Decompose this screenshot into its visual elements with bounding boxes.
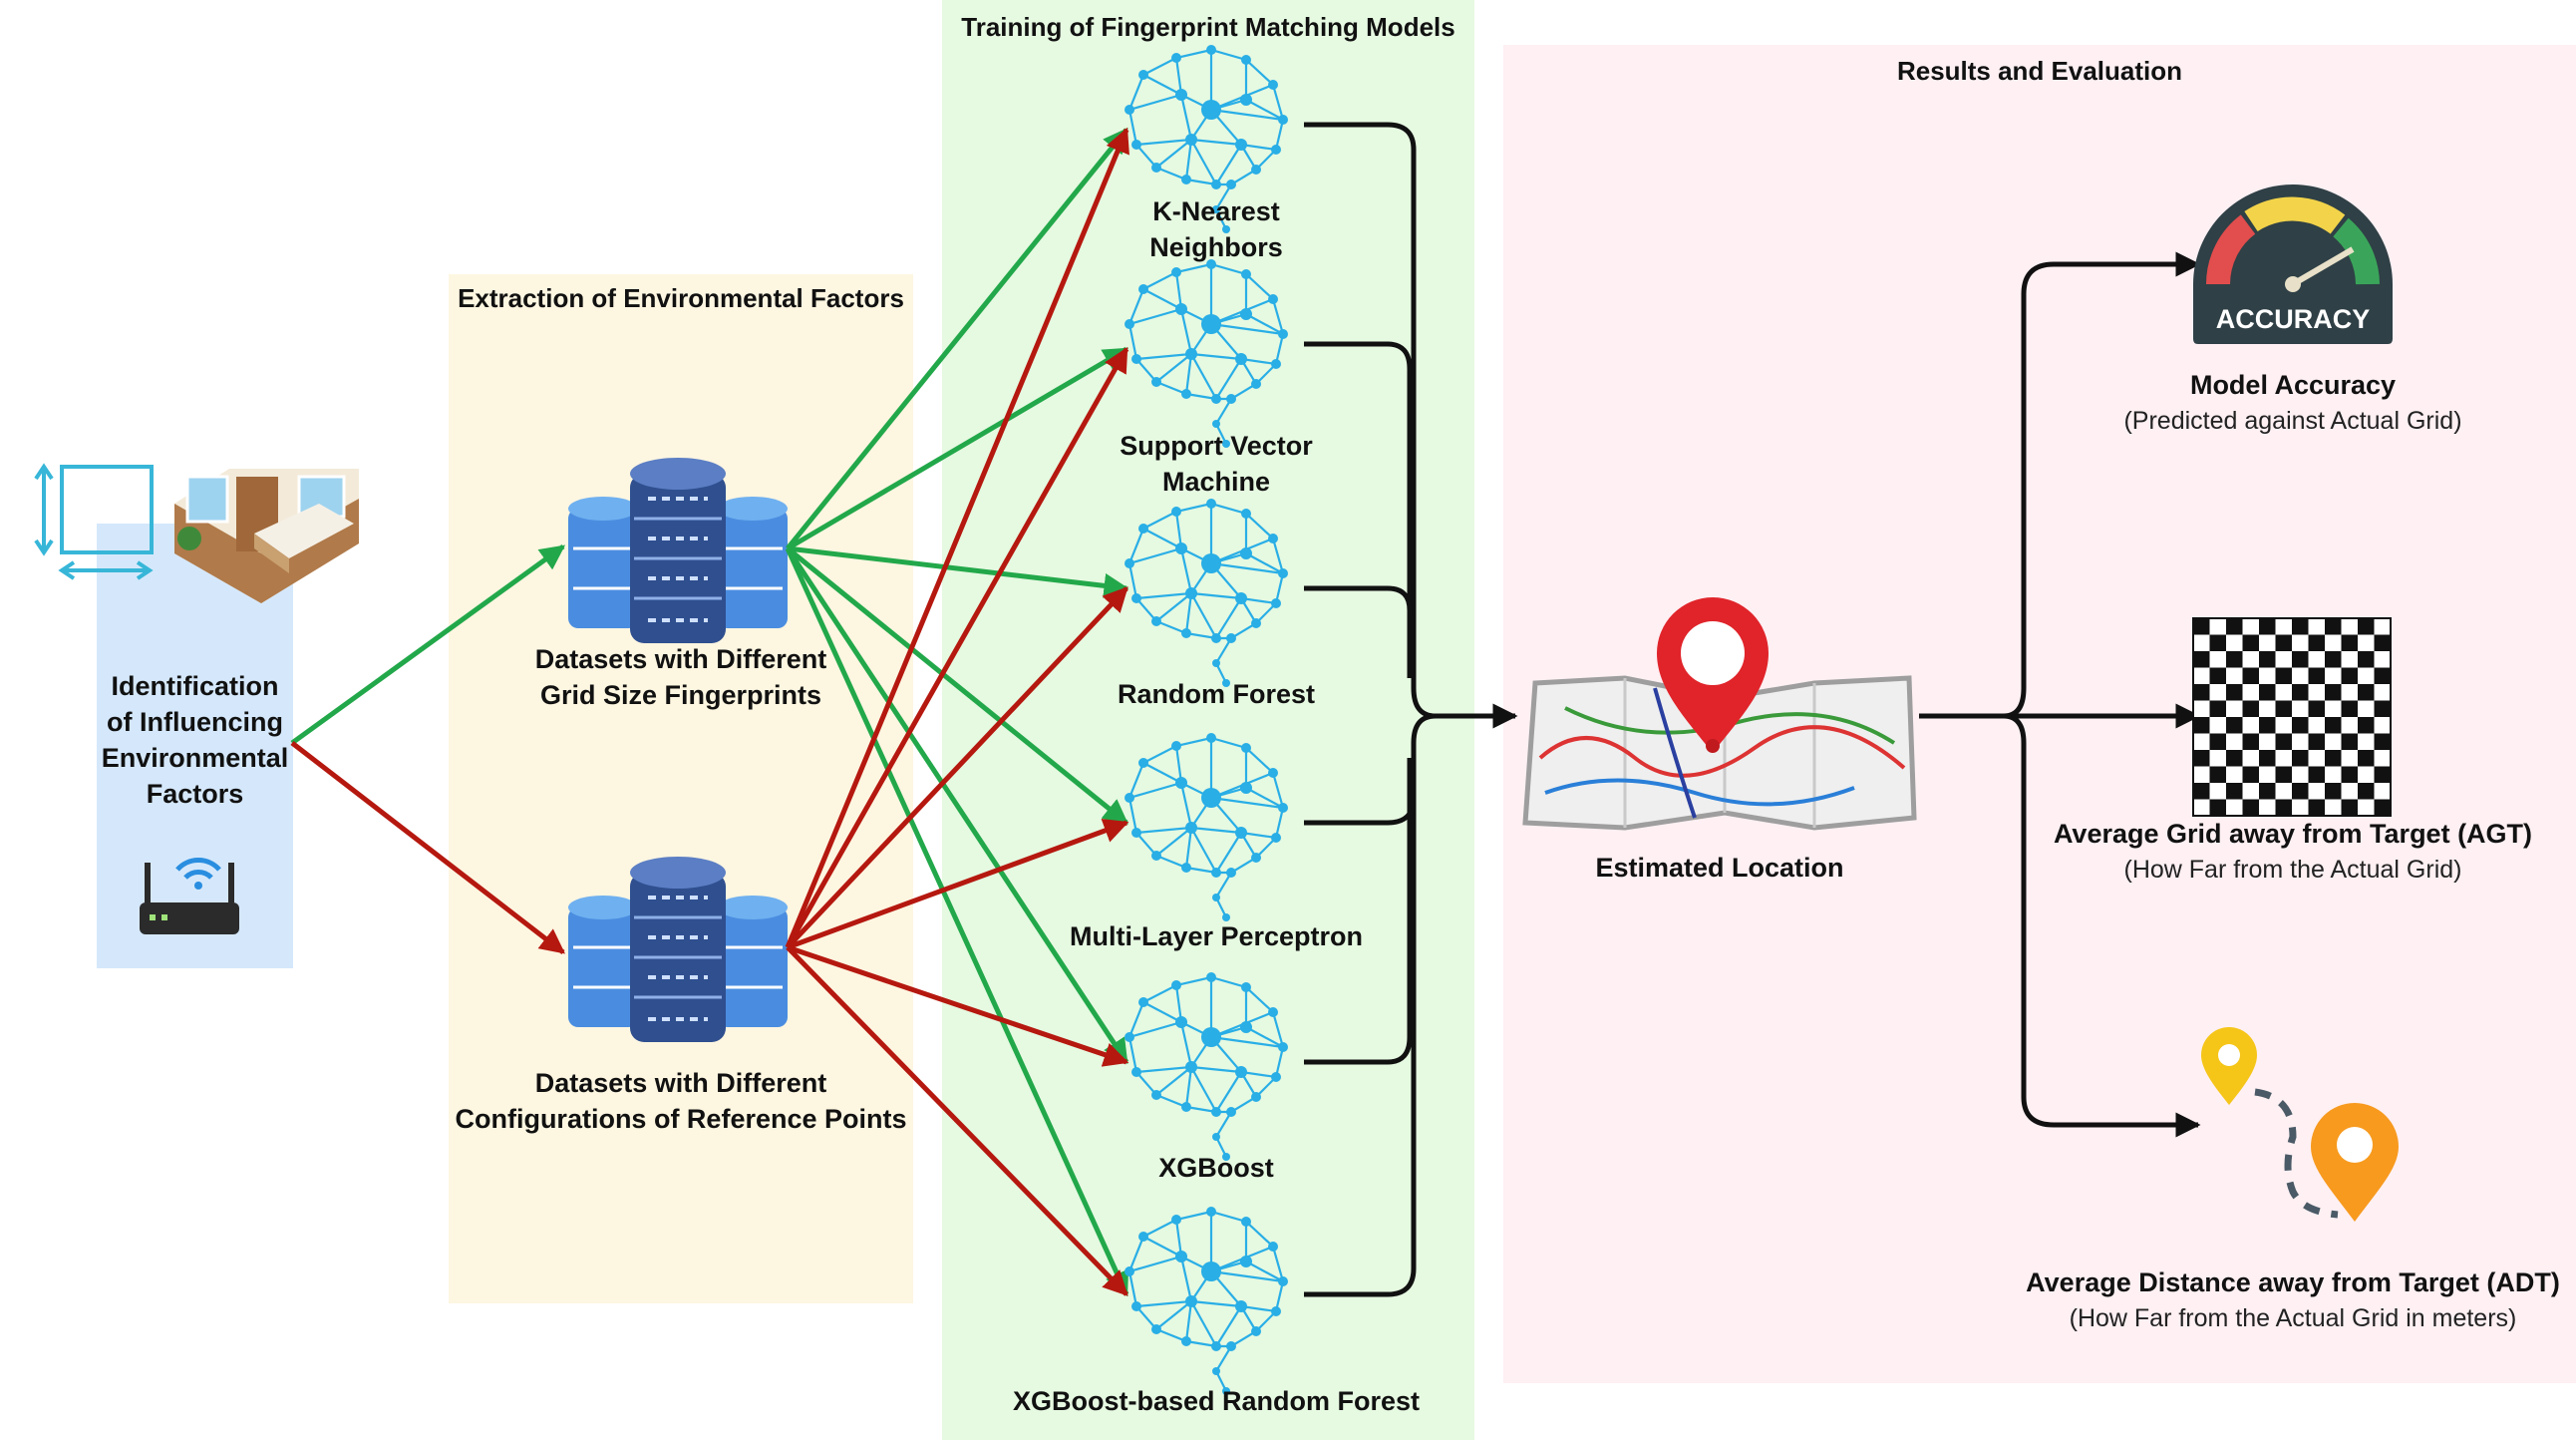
- room-icon: [174, 469, 359, 603]
- training-panel: [942, 0, 1474, 1440]
- input-label-line-2: of Influencing: [107, 707, 283, 737]
- result-accuracy-title: Model Accuracy: [2189, 370, 2397, 400]
- input-label: Identification of Influencing Environmen…: [97, 668, 293, 812]
- results-title: Results and Evaluation: [1896, 56, 2183, 86]
- dataset-1-line-2: Grid Size Fingerprints: [539, 680, 822, 710]
- result-accuracy-sub: (Predicted against Actual Grid): [2123, 407, 2462, 435]
- model-3-line-1: Random Forest: [1117, 679, 1316, 709]
- result-adt-title: Average Distance away from Target (ADT): [2026, 1267, 2560, 1297]
- input-label-line-4: Factors: [146, 779, 244, 809]
- model-6-line-1: XGBoost-based Random Forest: [1012, 1386, 1421, 1416]
- brain-network-icon-2: [1123, 257, 1290, 450]
- model-label-mlp: Multi-Layer Perceptron: [997, 918, 1436, 954]
- model-4-line-1: Multi-Layer Perceptron: [1069, 921, 1364, 951]
- model-1-line-1: K-Nearest: [1152, 196, 1280, 226]
- database-icon-1: [566, 456, 790, 645]
- model-1-line-2: Neighbors: [1149, 232, 1283, 262]
- estimated-location-label: Estimated Location: [1595, 853, 1844, 883]
- checkerboard-icon: [2192, 617, 2392, 817]
- model-5-line-1: XGBoost: [1158, 1153, 1274, 1183]
- route-pins-icon: [2201, 1027, 2399, 1222]
- resize-icon: [34, 463, 154, 580]
- result-adt: Average Distance away from Target (ADT) …: [1984, 1264, 2576, 1336]
- extraction-title: Extraction of Environmental Factors: [458, 283, 904, 313]
- dataset-2-line-1: Datasets with Different: [534, 1068, 827, 1098]
- map-pin-icon: [1522, 597, 1917, 831]
- model-2-line-1: Support Vector: [1120, 431, 1313, 461]
- router-icon: [140, 858, 239, 934]
- dataset-label-2: Datasets with Different Configurations o…: [449, 1065, 913, 1137]
- model-label-knn: K-Nearest Neighbors: [1047, 193, 1386, 265]
- model-label-rf: Random Forest: [1047, 676, 1386, 712]
- brain-network-icon-6: [1123, 1205, 1290, 1397]
- accuracy-gauge-icon: [2193, 184, 2393, 344]
- dataset-1-line-1: Datasets with Different: [534, 644, 827, 674]
- model-label-xgb: XGBoost: [1047, 1150, 1386, 1186]
- dataset-2-line-2: Configurations of Reference Points: [455, 1104, 907, 1134]
- brain-network-icon-5: [1123, 970, 1290, 1163]
- result-agt-title: Average Grid away from Target (AGT): [2053, 819, 2533, 849]
- training-title: Training of Fingerprint Matching Models: [961, 12, 1455, 42]
- model-label-xgbrf: XGBoost-based Random Forest: [977, 1383, 1455, 1419]
- input-label-line-3: Environmental: [101, 743, 289, 773]
- extraction-panel: [449, 274, 913, 1303]
- database-icon-2: [566, 855, 790, 1044]
- model-2-line-2: Machine: [1161, 467, 1271, 497]
- dataset-label-1: Datasets with Different Grid Size Finger…: [449, 641, 913, 713]
- result-adt-sub: (How Far from the Actual Grid in meters): [2069, 1304, 2517, 1332]
- brain-network-icon-3: [1123, 497, 1290, 689]
- input-label-line-1: Identification: [111, 671, 279, 701]
- result-agt-sub: (How Far from the Actual Grid): [2123, 856, 2462, 884]
- result-agt: Average Grid away from Target (AGT) (How…: [1994, 816, 2576, 888]
- model-label-svm: Support Vector Machine: [1047, 428, 1386, 500]
- accuracy-icon-text: ACCURACY: [2215, 304, 2371, 334]
- brain-network-icon-4: [1123, 731, 1290, 923]
- result-accuracy: Model Accuracy (Predicted against Actual…: [1994, 367, 2576, 439]
